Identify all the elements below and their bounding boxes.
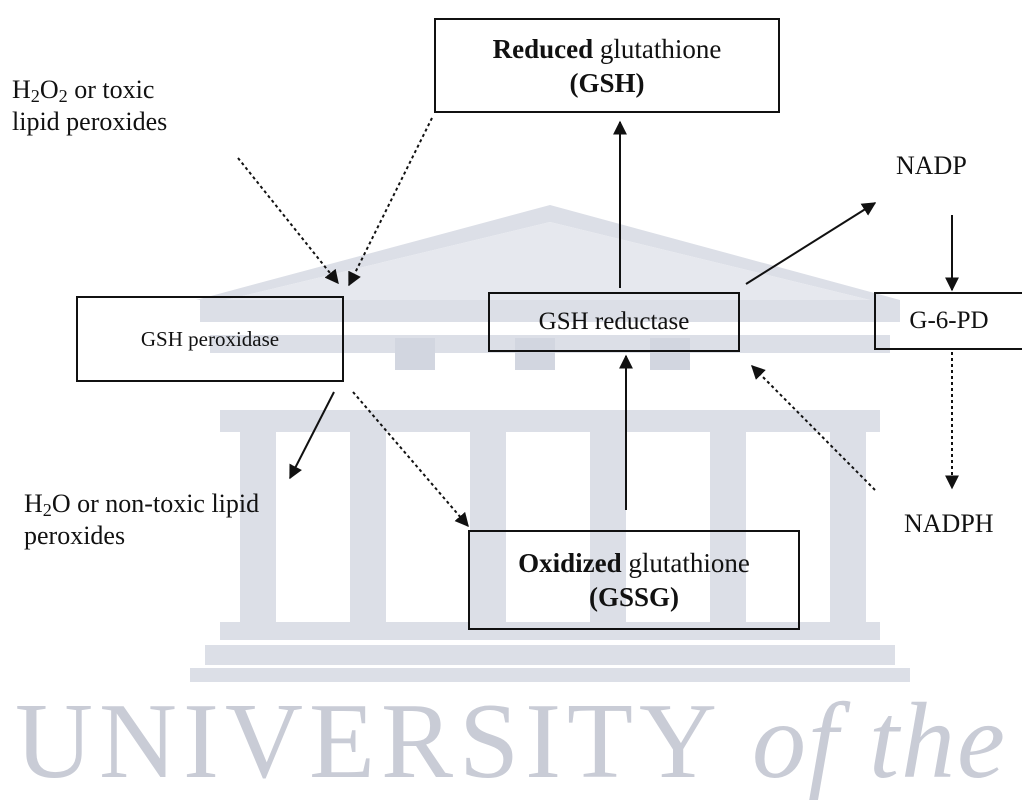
- nadph-label: NADPH: [904, 509, 994, 538]
- oxidized-glutathione-line1: Oxidized glutathione: [518, 548, 750, 578]
- gsh-peroxidase-box: GSH peroxidase: [76, 296, 344, 382]
- arrow-reductase-to-nadp: [745, 202, 877, 285]
- oxidized-glutathione-line2: (GSSG): [588, 582, 680, 612]
- arrow-peroxidase-to-h2o: [289, 391, 335, 480]
- h2o-label: H2O or non-toxic lipid peroxides: [24, 489, 260, 550]
- arrow-nadph-to-reductase: [751, 365, 876, 491]
- h2o2-label: H2O2 or toxic lipid peroxides: [12, 75, 168, 136]
- oxidized-glutathione-box: Oxidized glutathione (GSSG): [468, 530, 800, 630]
- university-watermark-text: UNIVERSITY of the: [0, 688, 1022, 796]
- arrow-h2o2-to-peroxidase: [237, 157, 339, 285]
- reduced-glutathione-box: Reduced glutathione (GSH): [434, 18, 780, 113]
- gsh-peroxidase-label: GSH peroxidase: [140, 326, 280, 351]
- reduced-glutathione-line2: (GSH): [569, 67, 645, 98]
- gsh-reductase-box: GSH reductase: [488, 292, 740, 352]
- nadp-label: NADP: [896, 151, 967, 180]
- g6pd-box: G-6-PD: [874, 292, 1022, 350]
- watermark-italic: of the: [752, 682, 1007, 801]
- arrow-peroxidase-to-gssg: [352, 391, 469, 528]
- watermark-main: UNIVERSITY: [15, 682, 719, 801]
- reduced-glutathione-line1: Reduced glutathione: [492, 33, 722, 64]
- g6pd-label: G-6-PD: [909, 307, 989, 334]
- arrow-gsh-to-peroxidase: [348, 117, 433, 287]
- gsh-reductase-label: GSH reductase: [538, 308, 690, 335]
